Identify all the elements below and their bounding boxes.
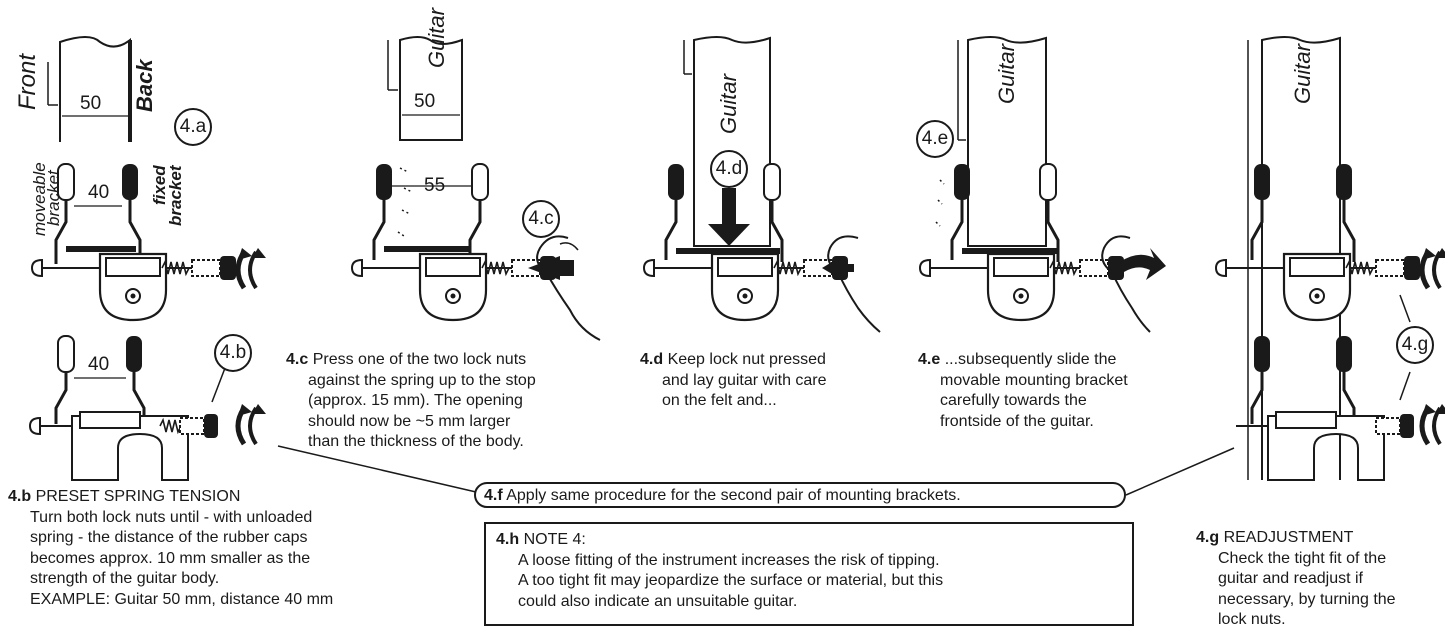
- caption-4e-line: frontside of the guitar.: [940, 412, 1094, 430]
- caption-4d-line: on the felt and...: [662, 392, 777, 409]
- caption-4g-line: lock nuts.: [1218, 611, 1286, 628]
- caption-4c: 4.c Press one of the two lock nuts again…: [286, 350, 536, 453]
- dimension-gap-b: 40: [88, 354, 110, 375]
- connector-line-left: [277, 445, 477, 493]
- badge-4c: 4.c: [522, 200, 560, 238]
- caption-4b: 4.b PRESET SPRING TENSION Turn both lock…: [8, 487, 333, 610]
- caption-4g-line: Check the tight fit of the: [1218, 549, 1387, 567]
- pointer-line-g-upper: [1399, 294, 1411, 323]
- connector-line-right: [1125, 447, 1235, 496]
- caption-4f: 4.f Apply same procedure for the second …: [474, 482, 1126, 508]
- label-guitar-d: Guitar: [716, 74, 741, 134]
- badge-4g: 4.g: [1396, 326, 1434, 364]
- note-4h-line: A loose fitting of the instrument increa…: [518, 551, 940, 569]
- note-4h-id: 4.h: [496, 531, 520, 548]
- caption-4e-line: carefully towards the: [940, 392, 1087, 409]
- bracket-g-upper: [1214, 164, 1445, 322]
- pointer-line-g-lower: [1399, 371, 1411, 401]
- label-guitar-c: Guitar: [424, 8, 449, 68]
- caption-4g-title: READJUSTMENT: [1223, 529, 1354, 546]
- bracket-b: [28, 335, 266, 481]
- caption-4b-title: PRESET SPRING TENSION: [35, 488, 241, 505]
- bracket-c: [350, 163, 601, 341]
- caption-4c-line: should now be ~5 mm larger: [308, 412, 511, 430]
- bracket-d: [642, 163, 881, 333]
- caption-4c-line: against the spring up to the stop: [308, 371, 536, 389]
- caption-4b-line: EXAMPLE: Guitar 50 mm, distance 40 mm: [30, 590, 334, 608]
- badge-4d: 4.d: [710, 150, 748, 188]
- caption-4c-line: than the thickness of the body.: [308, 433, 524, 450]
- badge-4b: 4.b: [214, 334, 252, 372]
- dimension-gap-c: 55: [424, 175, 446, 196]
- guitar-body-e: [935, 36, 1047, 247]
- caption-4c-id: 4.c: [286, 351, 309, 368]
- label-guitar-e: Guitar: [994, 44, 1019, 104]
- caption-4b-line: becomes approx. 10 mm smaller as the: [30, 549, 311, 567]
- caption-4b-line: spring - the distance of the rubber caps: [30, 529, 308, 546]
- caption-4g: 4.g READJUSTMENT Check the tight fit of …: [1196, 528, 1396, 631]
- body-section-a: [47, 36, 132, 142]
- caption-4d-line: and lay guitar with care: [662, 371, 827, 389]
- label-moveable-bracket: bracket: [44, 170, 63, 226]
- body-section-c: [387, 36, 463, 141]
- badge-4a: 4.a: [174, 108, 212, 146]
- bracket-a: [30, 163, 266, 322]
- caption-4b-line: Turn both lock nuts until - with unloade…: [30, 508, 313, 526]
- note-4h-line: could also indicate an unsuitable guitar…: [518, 592, 798, 610]
- caption-4e-line: movable mounting bracket: [940, 371, 1128, 389]
- label-guitar-g: Guitar: [1290, 44, 1315, 104]
- caption-4c-first: Press one of the two lock nuts: [312, 351, 527, 368]
- bracket-g-lower: [1236, 336, 1445, 481]
- caption-4g-line: necessary, by turning the: [1218, 590, 1396, 608]
- caption-4d: 4.d Keep lock nut pressed and lay guitar…: [640, 350, 827, 412]
- dimension-body-a: 50: [80, 93, 102, 114]
- caption-4b-id: 4.b: [8, 488, 32, 505]
- note-4h-line: A too tight fit may jeopardize the surfa…: [518, 572, 944, 589]
- caption-4c-line: (approx. 15 mm). The opening: [308, 392, 523, 409]
- dimension-body-c: 50: [414, 91, 436, 112]
- caption-4b-line: strength of the guitar body.: [30, 570, 220, 587]
- caption-4d-id: 4.d: [640, 351, 664, 368]
- caption-4d-first: Keep lock nut pressed: [667, 351, 826, 368]
- guitar-body-d: [683, 36, 771, 247]
- badge-4e: 4.e: [916, 120, 954, 158]
- caption-4e-first: ...subsequently slide the: [944, 351, 1117, 368]
- label-front: Front: [14, 53, 41, 110]
- note-4h-title: NOTE 4:: [523, 531, 586, 548]
- caption-4f-text: Apply same procedure for the second pair…: [506, 487, 961, 504]
- dimension-gap-a: 40: [88, 182, 110, 203]
- caption-4g-id: 4.g: [1196, 529, 1220, 546]
- label-fixed-bracket: bracket: [166, 165, 185, 226]
- bracket-e: [918, 163, 1166, 333]
- caption-4g-line: guitar and readjust if: [1218, 570, 1363, 587]
- label-back: Back: [132, 59, 157, 112]
- caption-4f-id: 4.f: [484, 487, 503, 504]
- caption-4e-id: 4.e: [918, 351, 941, 368]
- caption-4e: 4.e ...subsequently slide the movable mo…: [918, 350, 1128, 432]
- note-4h: 4.h NOTE 4: A loose fitting of the instr…: [484, 522, 1134, 626]
